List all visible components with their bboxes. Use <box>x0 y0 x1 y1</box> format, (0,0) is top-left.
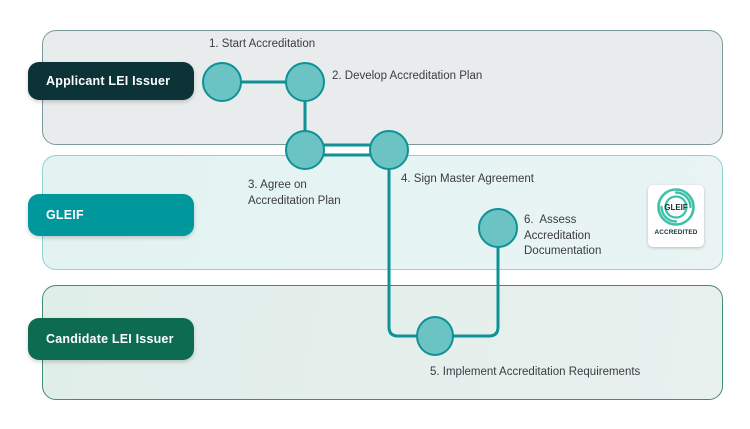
node-6[interactable] <box>478 208 518 248</box>
node-6-label: 6. Assess Accreditation Documentation <box>524 214 602 257</box>
node-1-label: 1. Start Accreditation <box>209 38 316 50</box>
node-4-label: 4. Sign Master Agreement <box>401 173 534 185</box>
edge-4-5 <box>387 148 436 338</box>
node-5[interactable] <box>416 316 454 356</box>
gleif-logo-icon: GLEIF <box>657 188 695 226</box>
node-2[interactable] <box>285 62 325 102</box>
node-1[interactable] <box>202 62 242 102</box>
lane-label-candidate-text: Candidate LEI Issuer <box>46 332 174 346</box>
gleif-badge-status: ACCREDITED <box>654 229 698 236</box>
node-3[interactable] <box>285 130 325 170</box>
lane-label-gleif: GLEIF <box>28 194 194 236</box>
lane-label-applicant-text: Applicant LEI Issuer <box>46 74 171 88</box>
lane-label-applicant: Applicant LEI Issuer <box>28 62 194 100</box>
edge-5-6 <box>432 226 500 338</box>
gleif-badge-brand: GLEIF <box>664 203 688 212</box>
node-5-label: 5. Implement Accreditation Requirements <box>430 366 641 378</box>
node-3-label: 3. Agree on Accreditation Plan <box>248 179 341 207</box>
lane-label-gleif-text: GLEIF <box>46 208 84 222</box>
gleif-accredited-badge: GLEIF ACCREDITED <box>648 185 704 247</box>
node-4[interactable] <box>369 130 409 170</box>
node-2-label: 2. Develop Accreditation Plan <box>332 70 483 82</box>
lane-label-candidate: Candidate LEI Issuer <box>28 318 194 360</box>
